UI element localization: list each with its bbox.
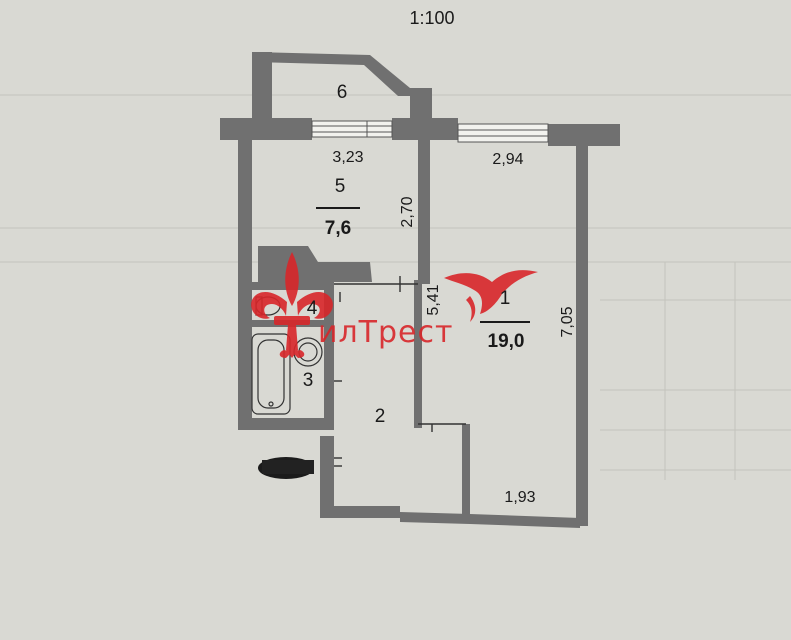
walls: [220, 52, 620, 528]
windows: [311, 120, 549, 143]
dimension-kitchen-depth: 2,70: [399, 196, 416, 227]
redacted-mark: [258, 457, 314, 479]
dimension-room-length: 7,05: [559, 306, 576, 337]
wall-room-left-lower: [414, 280, 422, 428]
dimension-hall-length: 5,41: [425, 284, 442, 315]
watermark: илТрест: [251, 252, 538, 358]
window-room: [457, 123, 549, 143]
interior-lines: [334, 276, 466, 467]
wall-bath-right: [324, 282, 334, 428]
window-kitchen: [311, 120, 393, 138]
watermark-text: илТрест: [318, 315, 453, 350]
faint-grid: [0, 94, 791, 480]
room-4-number: 4: [307, 298, 318, 319]
dimension-room-width: 2,94: [492, 151, 523, 168]
dimension-kitchen-width: 3,23: [332, 149, 363, 166]
wall-hall-left: [320, 436, 334, 518]
wall-balcony-left: [252, 52, 272, 122]
room-1-number: 1: [500, 288, 511, 309]
fleur-de-lis-logo: [251, 252, 333, 358]
wall-kitchen-room: [418, 140, 430, 284]
wall-balcony-right: [410, 88, 432, 122]
wall-bath-bottom: [238, 418, 334, 430]
wall-top-right: [548, 124, 620, 146]
room-5-area: 7,6: [325, 218, 351, 239]
room-5-number: 5: [335, 176, 346, 197]
dimension-room-bottom: 1,93: [504, 489, 535, 506]
room-2-number: 2: [375, 406, 386, 427]
wall-right: [576, 140, 588, 526]
room-1-area: 19,0: [488, 331, 525, 352]
room-6-number: 6: [337, 82, 348, 103]
bathtub: [251, 333, 291, 415]
wall-left: [238, 138, 252, 428]
wall-top-mid: [392, 118, 458, 140]
wall-bottom: [320, 506, 580, 528]
wall-top-left: [220, 118, 312, 140]
wall-balcony-top: [252, 52, 410, 96]
scale-label: 1:100: [409, 8, 454, 28]
bird-logo: [444, 270, 538, 322]
room-3-number: 3: [303, 370, 314, 391]
wall-hall-room-lower: [462, 424, 470, 518]
